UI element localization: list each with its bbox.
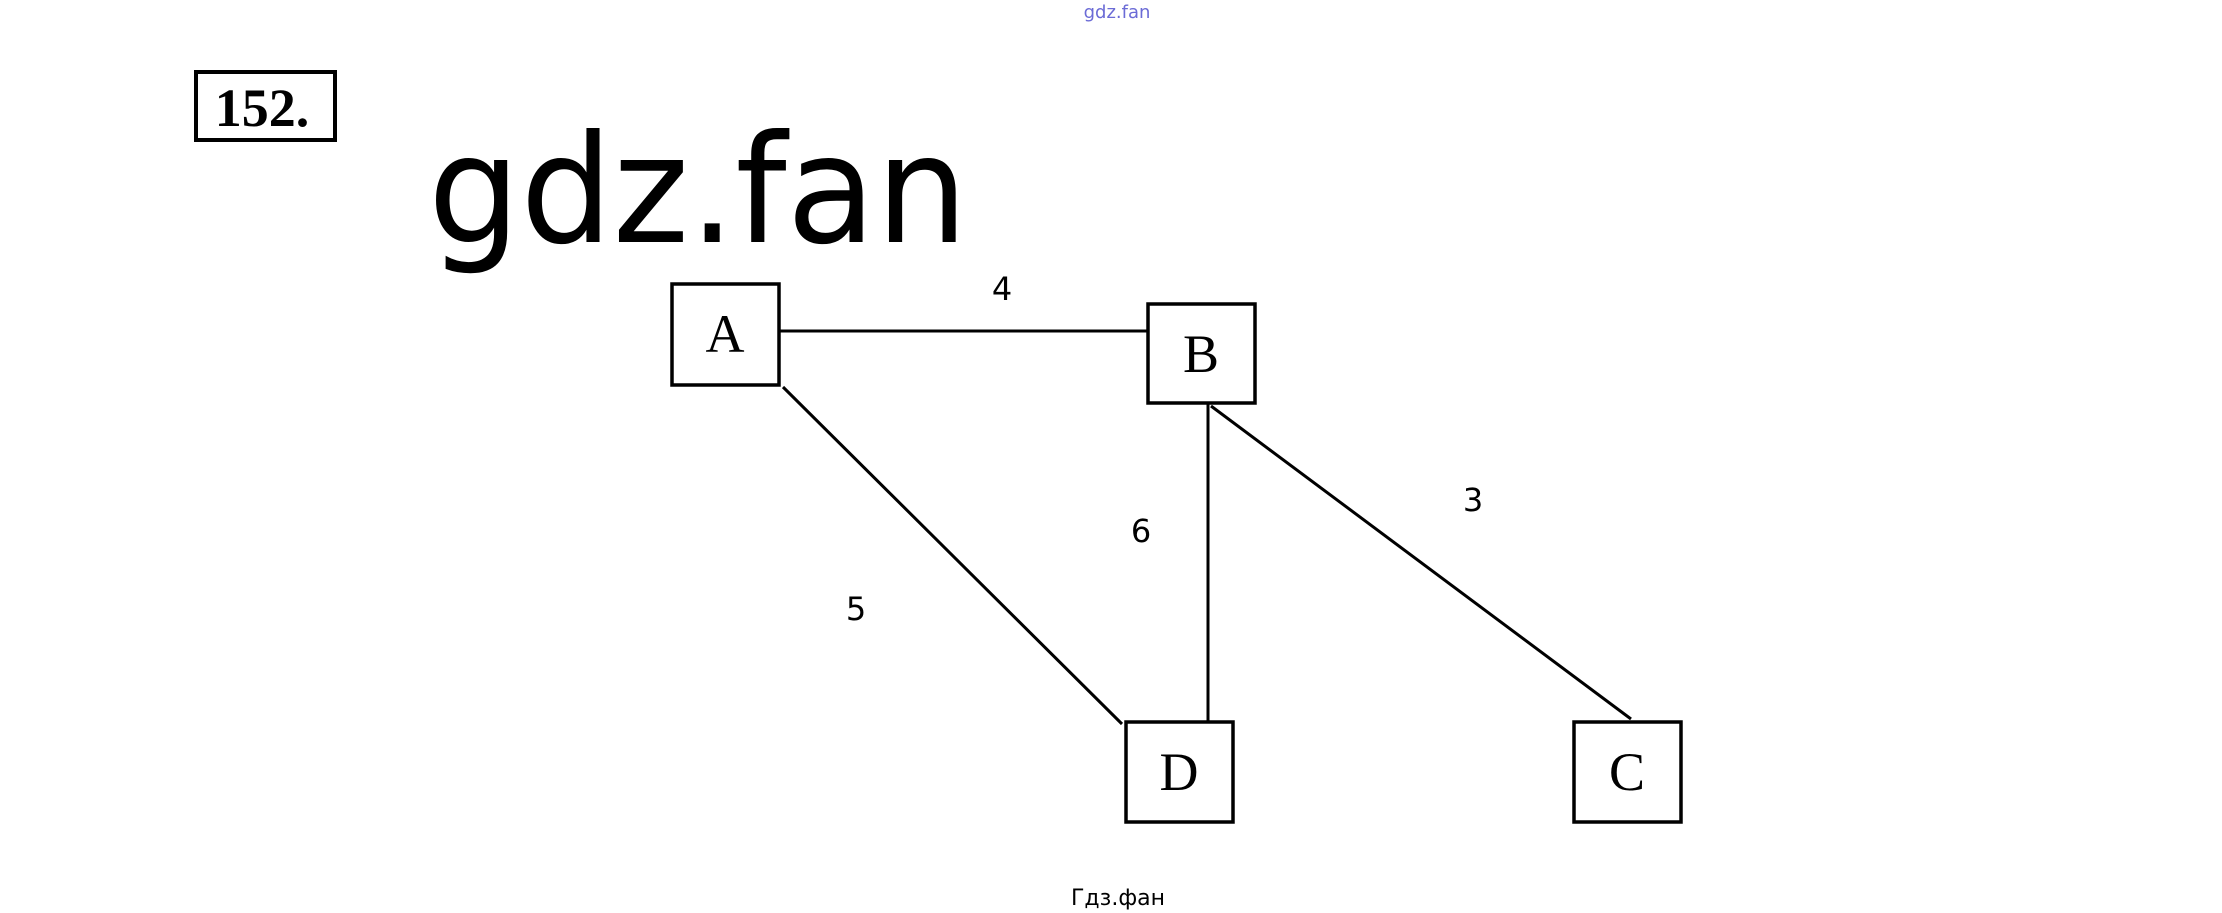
node-a: A	[670, 282, 781, 387]
weight-a-b: 4	[992, 270, 1012, 308]
problem-number-box	[194, 70, 337, 142]
footer-watermark: Гдз.фан	[1071, 886, 1165, 911]
node-b: B	[1146, 302, 1257, 405]
top-watermark: gdz.fan	[1084, 2, 1151, 23]
weight-b-d: 6	[1131, 512, 1151, 550]
node-d-label: D	[1160, 742, 1199, 802]
node-a-label: A	[706, 304, 745, 364]
edge-a-d	[781, 385, 1124, 726]
node-c: C	[1572, 720, 1683, 824]
node-d: D	[1124, 720, 1235, 824]
problem-number: 152.	[215, 78, 310, 138]
node-b-label: B	[1183, 324, 1219, 384]
edge-b-c	[1210, 404, 1632, 721]
node-c-label: C	[1609, 742, 1645, 802]
weight-b-c: 3	[1463, 481, 1483, 519]
big-watermark: gdz.fan	[428, 104, 968, 278]
weight-a-d: 5	[846, 590, 866, 628]
